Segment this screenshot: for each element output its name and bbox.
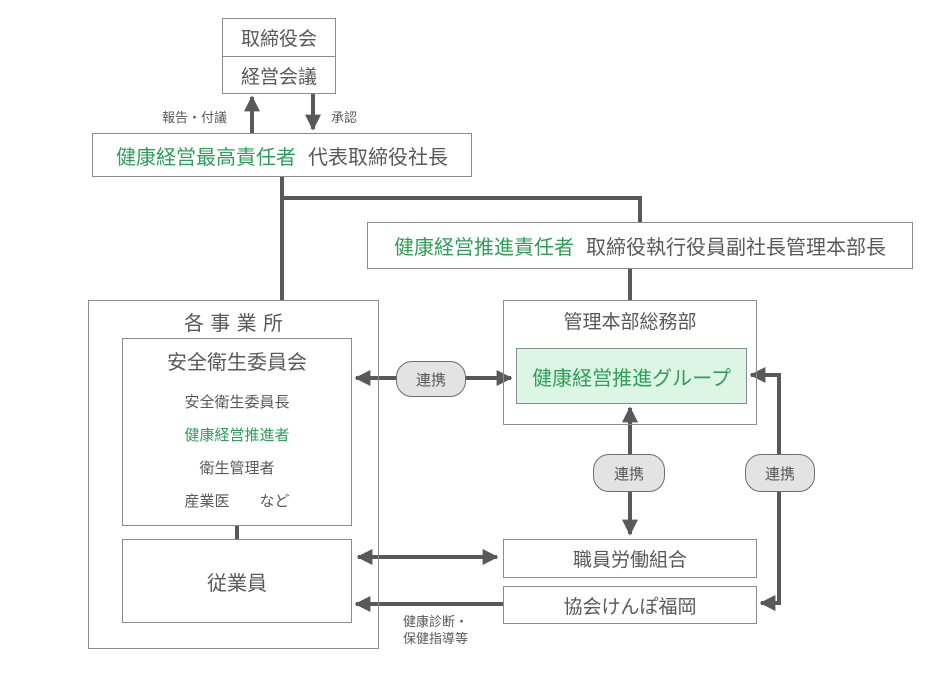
board-box: 取締役会 経営会議 xyxy=(222,18,336,94)
kyokai-kenpo-box: 協会けんぽ福岡 xyxy=(503,586,757,624)
collab-right-arrow-up xyxy=(749,367,781,454)
collab-right-arrow-down xyxy=(759,492,781,611)
safety-committee-box: 安全衛生委員会 安全衛生委員長 健康経営推進者 衛生管理者 産業医 など xyxy=(122,338,352,526)
checkup-label-line2: 保健指導等 xyxy=(403,632,469,647)
committee-member-chair: 安全衛生委員長 xyxy=(184,393,290,411)
offices-box: 各 事 業 所 xyxy=(88,300,379,649)
offices-title: 各 事 業 所 xyxy=(183,310,284,335)
checkup-label-line1: 健康診断・ xyxy=(403,615,469,630)
safety-committee-title: 安全衛生委員会 xyxy=(167,349,307,374)
committee-member-doctor: 産業医 など xyxy=(184,492,290,510)
committee-member-hygiene-manager: 衛生管理者 xyxy=(199,459,275,477)
admin-title: 管理本部総務部 xyxy=(563,310,697,333)
ceo-title: 代表取締役社長 xyxy=(308,144,448,169)
health-promotion-group-box: 健康経営推進グループ xyxy=(516,348,747,404)
employees-box: 従業員 xyxy=(122,539,352,623)
board-of-directors-label: 取締役会 xyxy=(223,19,335,57)
ceo-role: 健康経営最高責任者 xyxy=(116,144,296,169)
admin-box: 管理本部総務部 xyxy=(503,300,757,425)
approve-label: 承認 xyxy=(331,111,358,126)
promotion-officer-role: 健康経営推進責任者 xyxy=(394,235,574,259)
promotion-officer-box: 健康経営推進責任者 取締役執行役員副社長管理本部長 xyxy=(367,222,913,269)
collab-pill-middle: 連携 xyxy=(593,454,665,492)
committee-member-promoter: 健康経営推進者 xyxy=(184,426,290,444)
report-label: 報告・付議 xyxy=(162,111,228,126)
collab-pill-left: 連携 xyxy=(396,361,466,397)
collab-pill-right: 連携 xyxy=(745,454,815,492)
promotion-officer-title: 取締役執行役員副社長管理本部長 xyxy=(586,235,886,259)
management-meeting-label: 経営会議 xyxy=(240,65,317,88)
ceo-box: 健康経営最高責任者 代表取締役社長 xyxy=(92,133,472,177)
ceo-to-promo-line xyxy=(282,196,642,222)
union-box: 職員労働組合 xyxy=(503,539,757,578)
